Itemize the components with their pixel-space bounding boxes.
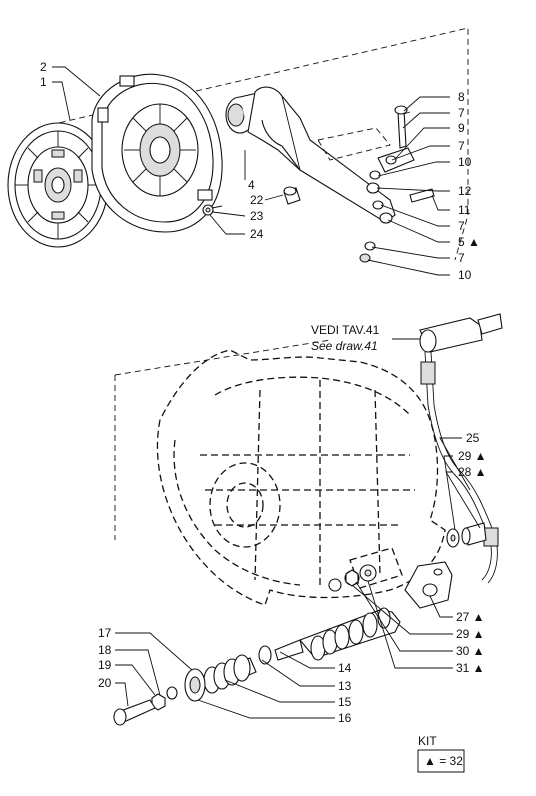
callout-7: 7 xyxy=(458,251,465,265)
callout-30: 30 ▲ xyxy=(456,644,485,658)
reference-line-2: See draw.41 xyxy=(311,339,378,353)
callout-23: 23 xyxy=(250,209,264,223)
kit-legend: KIT ▲ = 32 xyxy=(417,734,465,773)
gearbox-housing xyxy=(156,349,446,606)
slave-cylinder-assembly xyxy=(113,607,401,726)
reference-line-1: VEDI TAV.41 xyxy=(311,323,380,337)
callout-14: 14 xyxy=(338,661,352,675)
callout-7: 7 xyxy=(458,139,465,153)
reference-connector xyxy=(392,313,503,353)
kit-box xyxy=(417,749,465,773)
banjo-bolt xyxy=(446,522,487,548)
callout-22: 22 xyxy=(250,193,264,207)
callout-5: 5 ▲ xyxy=(458,235,480,249)
callout-13: 13 xyxy=(338,679,352,693)
leader-lines xyxy=(52,66,481,719)
callout-10: 10 xyxy=(458,268,472,282)
callout-20: 20 xyxy=(98,676,112,690)
lower-group-boundary xyxy=(114,339,331,540)
hydraulic-pipe xyxy=(420,351,499,584)
callout-27: 27 ▲ xyxy=(456,610,485,624)
callout-1: 1 xyxy=(40,75,47,89)
callout-19: 19 xyxy=(98,658,112,672)
clutch-disc xyxy=(7,122,109,248)
callout-7: 7 xyxy=(458,219,465,233)
fork-bracket-assembly xyxy=(317,105,435,263)
callout-4: 4 xyxy=(248,178,255,192)
upper-group-boundary xyxy=(49,27,469,261)
kit-title: KIT xyxy=(418,734,437,748)
callout-17: 17 xyxy=(98,626,112,640)
callout-16: 16 xyxy=(338,711,352,725)
callout-29: 29 ▲ xyxy=(456,627,485,641)
callout-15: 15 xyxy=(338,695,352,709)
callout-labels: 2 1 8 7 9 7 10 4 12 22 11 23 7 24 5 ▲ 7 … xyxy=(40,60,487,725)
slave-cylinder-bracket xyxy=(404,561,453,609)
callout-11: 11 xyxy=(458,203,471,217)
kit-value: ▲ = 32 xyxy=(424,754,463,768)
callout-31: 31 ▲ xyxy=(456,661,485,675)
callout-9: 9 xyxy=(458,121,465,135)
callout-29: 29 ▲ xyxy=(458,449,487,463)
callout-18: 18 xyxy=(98,643,112,657)
pressure-plate xyxy=(91,73,223,233)
callout-2: 2 xyxy=(40,60,47,74)
callout-8: 8 xyxy=(458,90,465,104)
callout-24: 24 xyxy=(250,227,264,241)
bolt-23-24 xyxy=(202,204,223,216)
callout-28: 28 ▲ xyxy=(458,465,487,479)
reference-note: VEDI TAV.41 See draw.41 xyxy=(311,323,380,353)
callout-7: 7 xyxy=(458,106,465,120)
callout-25: 25 xyxy=(466,431,480,445)
washers-nuts xyxy=(328,564,377,592)
pivot-pin xyxy=(283,186,301,205)
callout-10: 10 xyxy=(458,155,472,169)
release-fork xyxy=(247,86,396,223)
callout-12: 12 xyxy=(458,184,472,198)
